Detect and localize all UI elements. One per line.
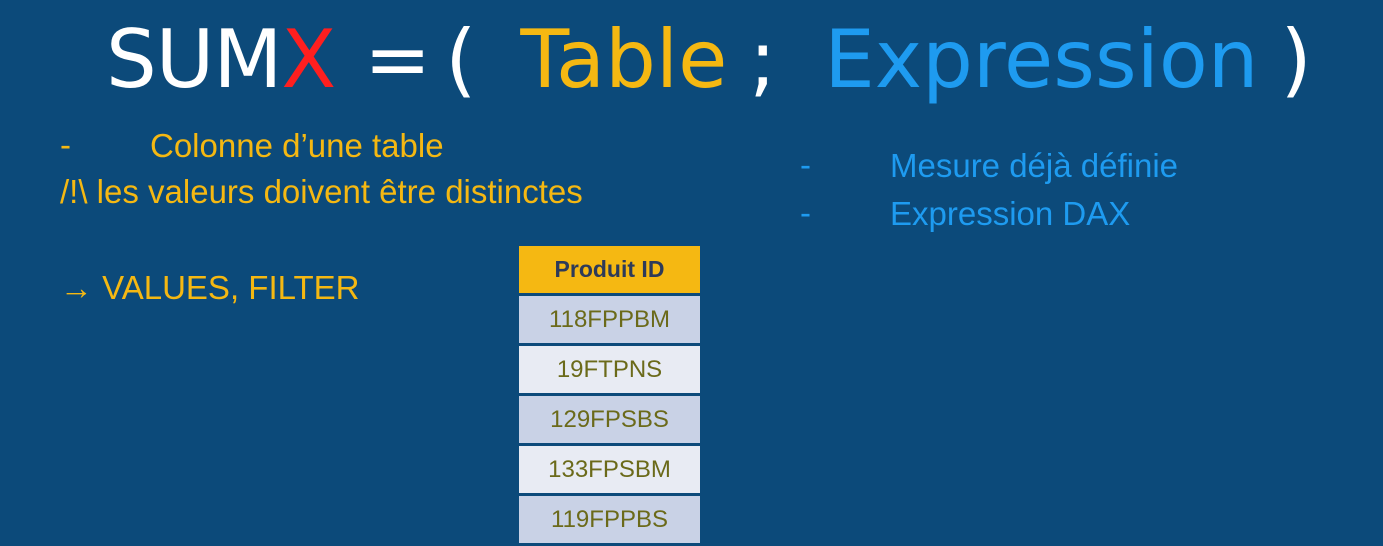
product-id-cell: 119FPPBS <box>519 496 700 546</box>
table-note-functions: → VALUES, FILTER <box>60 269 360 306</box>
expression-note-measure: Mesure déjà définie <box>890 147 1179 184</box>
product-id-cell: 133FPSBM <box>519 446 700 496</box>
formula-open-paren: ( <box>445 13 477 106</box>
table-note-warning: /!\ les valeurs doivent être distinctes <box>60 173 583 210</box>
product-id-table: Produit ID 118FPPBM 19FTPNS 129FPSBS 133… <box>519 246 700 546</box>
formula-separator: ; <box>749 13 777 106</box>
table-row: 118FPPBM <box>519 296 700 346</box>
table-row: 19FTPNS <box>519 346 700 396</box>
formula-expression-arg: Expression <box>824 13 1259 106</box>
table-note-bullet: - <box>60 126 71 163</box>
product-id-cell: 118FPPBM <box>519 296 700 346</box>
formula-equals: = <box>364 13 432 106</box>
expression-note-bullet: - <box>800 194 811 231</box>
expression-note-dax: Expression DAX <box>890 195 1131 232</box>
table-row: 129FPSBS <box>519 396 700 446</box>
formula-table-arg: Table <box>520 13 728 106</box>
formula-close-paren: ) <box>1280 13 1312 106</box>
table-row: 133FPSBM <box>519 446 700 496</box>
table-note-column: Colonne d’une table <box>150 127 444 164</box>
table-row: 119FPPBS <box>519 496 700 546</box>
product-id-header: Produit ID <box>519 246 700 296</box>
formula-function-x: X <box>281 13 337 106</box>
formula-title: SUMX =( Table; Expression) <box>106 14 1312 106</box>
product-id-cell: 129FPSBS <box>519 396 700 446</box>
expression-note-bullet: - <box>800 146 811 183</box>
formula-function-sum: SUM <box>106 13 282 106</box>
product-id-cell: 19FTPNS <box>519 346 700 396</box>
